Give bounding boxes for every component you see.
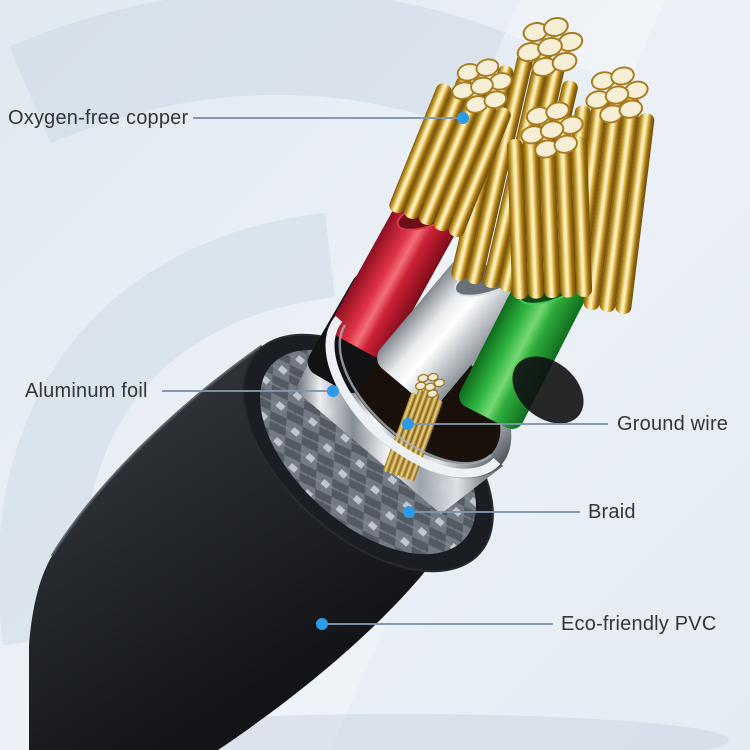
callout-label: Oxygen-free copper: [8, 107, 189, 129]
callout-label: Braid: [588, 501, 636, 523]
leader-line: [193, 117, 463, 119]
foil-front-lip: [325, 316, 501, 478]
leader-dot: [403, 506, 415, 518]
leader-line: [328, 623, 553, 625]
leader-line: [414, 423, 608, 425]
cavity-shadow: [512, 356, 584, 424]
callout-label: Ground wire: [617, 413, 729, 435]
leader-dot: [457, 112, 469, 124]
callout-label: Aluminum foil: [25, 380, 148, 402]
copper-bundle-red: [389, 58, 513, 238]
callout-label: Eco-friendly PVC: [561, 613, 717, 635]
leader-dot: [316, 618, 328, 630]
leader-dot: [402, 418, 414, 430]
leader-dot: [327, 385, 339, 397]
copper-bundle-green: [507, 101, 593, 300]
leader-line: [162, 390, 333, 392]
leader-line: [415, 511, 580, 513]
